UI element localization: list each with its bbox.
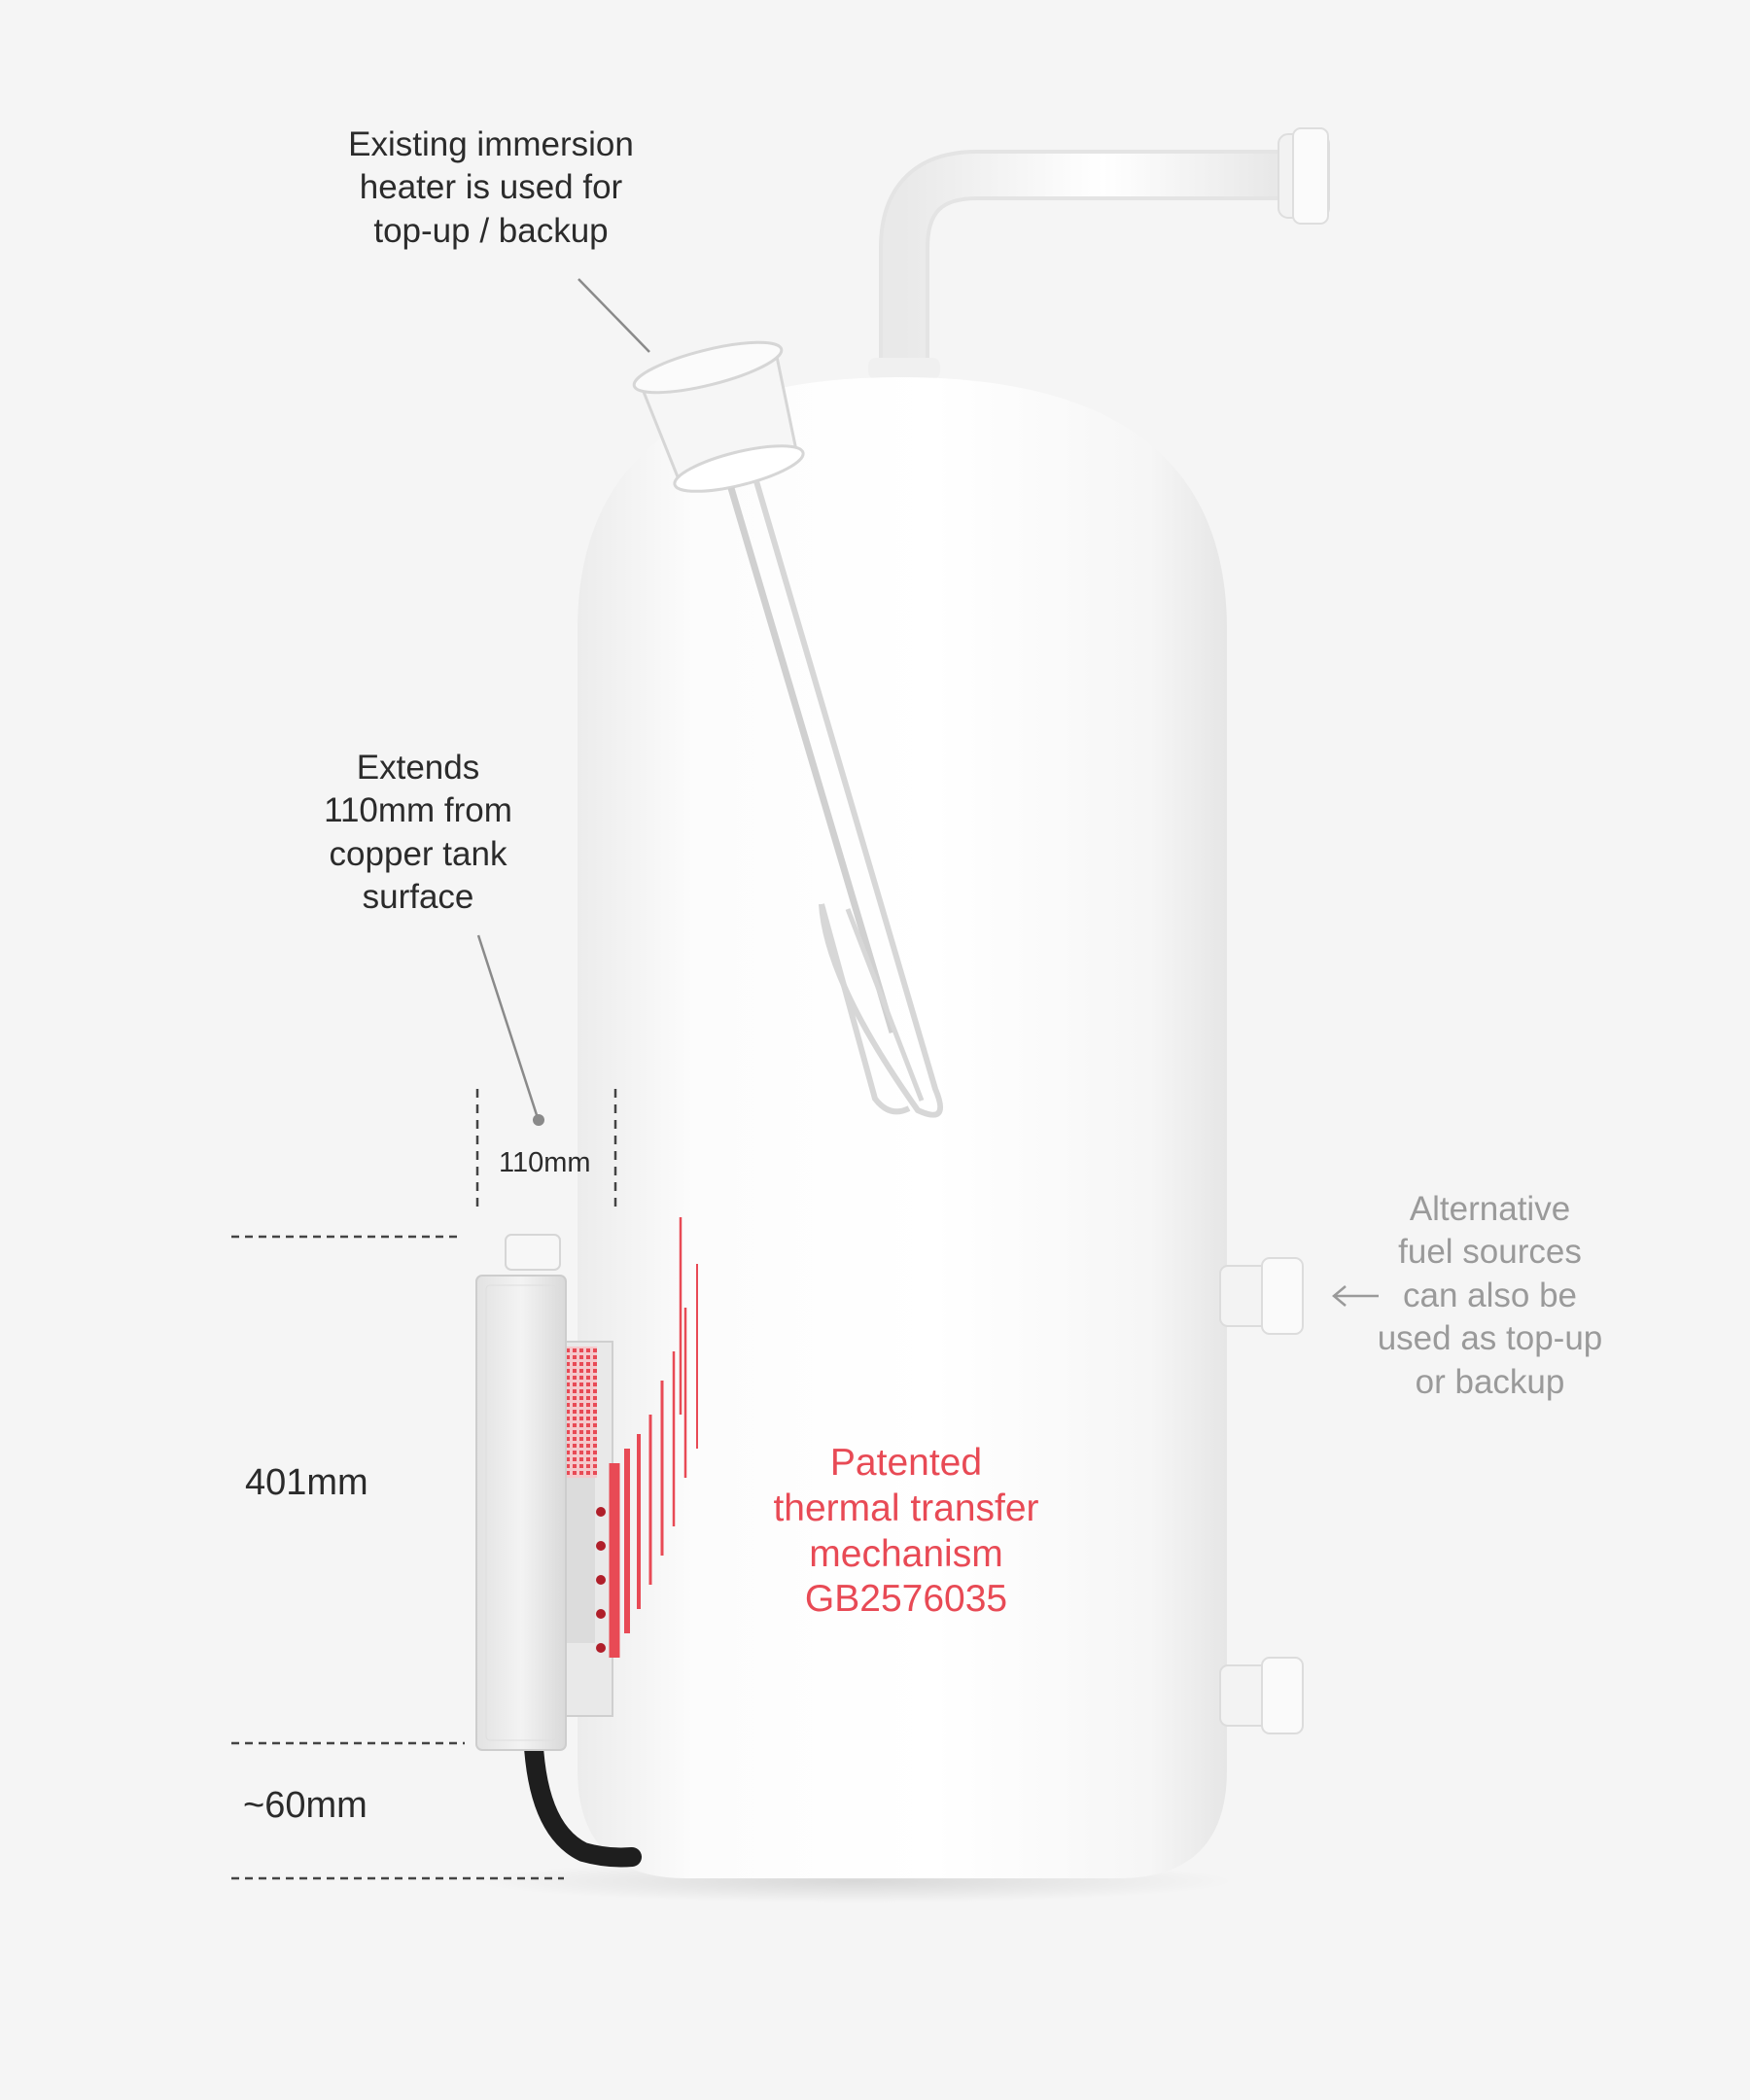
- patent-line: Patented: [829, 1442, 983, 1484]
- extends-annotation: Extends 110mm from copper tank surface: [311, 747, 525, 920]
- annotation-line: fuel sources: [1398, 1233, 1582, 1272]
- coil-dots: [596, 1507, 606, 1653]
- clearance-dimension-label: ~60mm: [243, 1785, 368, 1826]
- side-fitting-lower: [1219, 1657, 1304, 1734]
- dot-icon: [533, 1114, 544, 1126]
- annotation-line: Alternative: [1409, 1190, 1571, 1228]
- annotation-line: Existing immersion: [348, 125, 634, 163]
- patent-line: mechanism: [809, 1532, 1003, 1575]
- immersion-heater-annotation: Existing immersion heater is used for to…: [345, 123, 637, 253]
- patent-line: thermal transfer: [773, 1487, 1039, 1529]
- annotation-line: 110mm from: [324, 791, 512, 830]
- side-fitting-upper: [1219, 1257, 1304, 1335]
- patent-annotation: Patented thermal transfer mechanism GB25…: [760, 1441, 1052, 1623]
- outlet-pipe: [868, 127, 1330, 379]
- immersion-heater: [632, 340, 943, 1118]
- annotation-line: Extends: [356, 749, 480, 787]
- annotation-line: or backup: [1415, 1362, 1565, 1401]
- left-arrow-icon: [1332, 1285, 1379, 1307]
- height-dimension-label: 401mm: [245, 1462, 368, 1503]
- annotation-line: copper tank: [329, 834, 508, 873]
- annotation-line: surface: [362, 878, 474, 917]
- thermal-transfer-unit: [475, 1234, 613, 1751]
- annotation-line: top-up / backup: [373, 211, 609, 250]
- heat-waves: [609, 1217, 698, 1658]
- power-cable: [523, 1709, 642, 1868]
- immersion-leader: [578, 278, 650, 353]
- tank-body: [578, 377, 1227, 1878]
- depth-dimension-label: 110mm: [499, 1147, 591, 1178]
- extends-leader: [476, 934, 540, 1119]
- alternative-fuel-annotation: Alternative fuel sources can also be use…: [1371, 1188, 1609, 1404]
- annotation-line: heater is used for: [359, 168, 623, 207]
- annotation-line: used as top-up: [1377, 1319, 1603, 1358]
- annotation-line: can also be: [1402, 1276, 1578, 1314]
- patent-line: GB2576035: [804, 1578, 1008, 1621]
